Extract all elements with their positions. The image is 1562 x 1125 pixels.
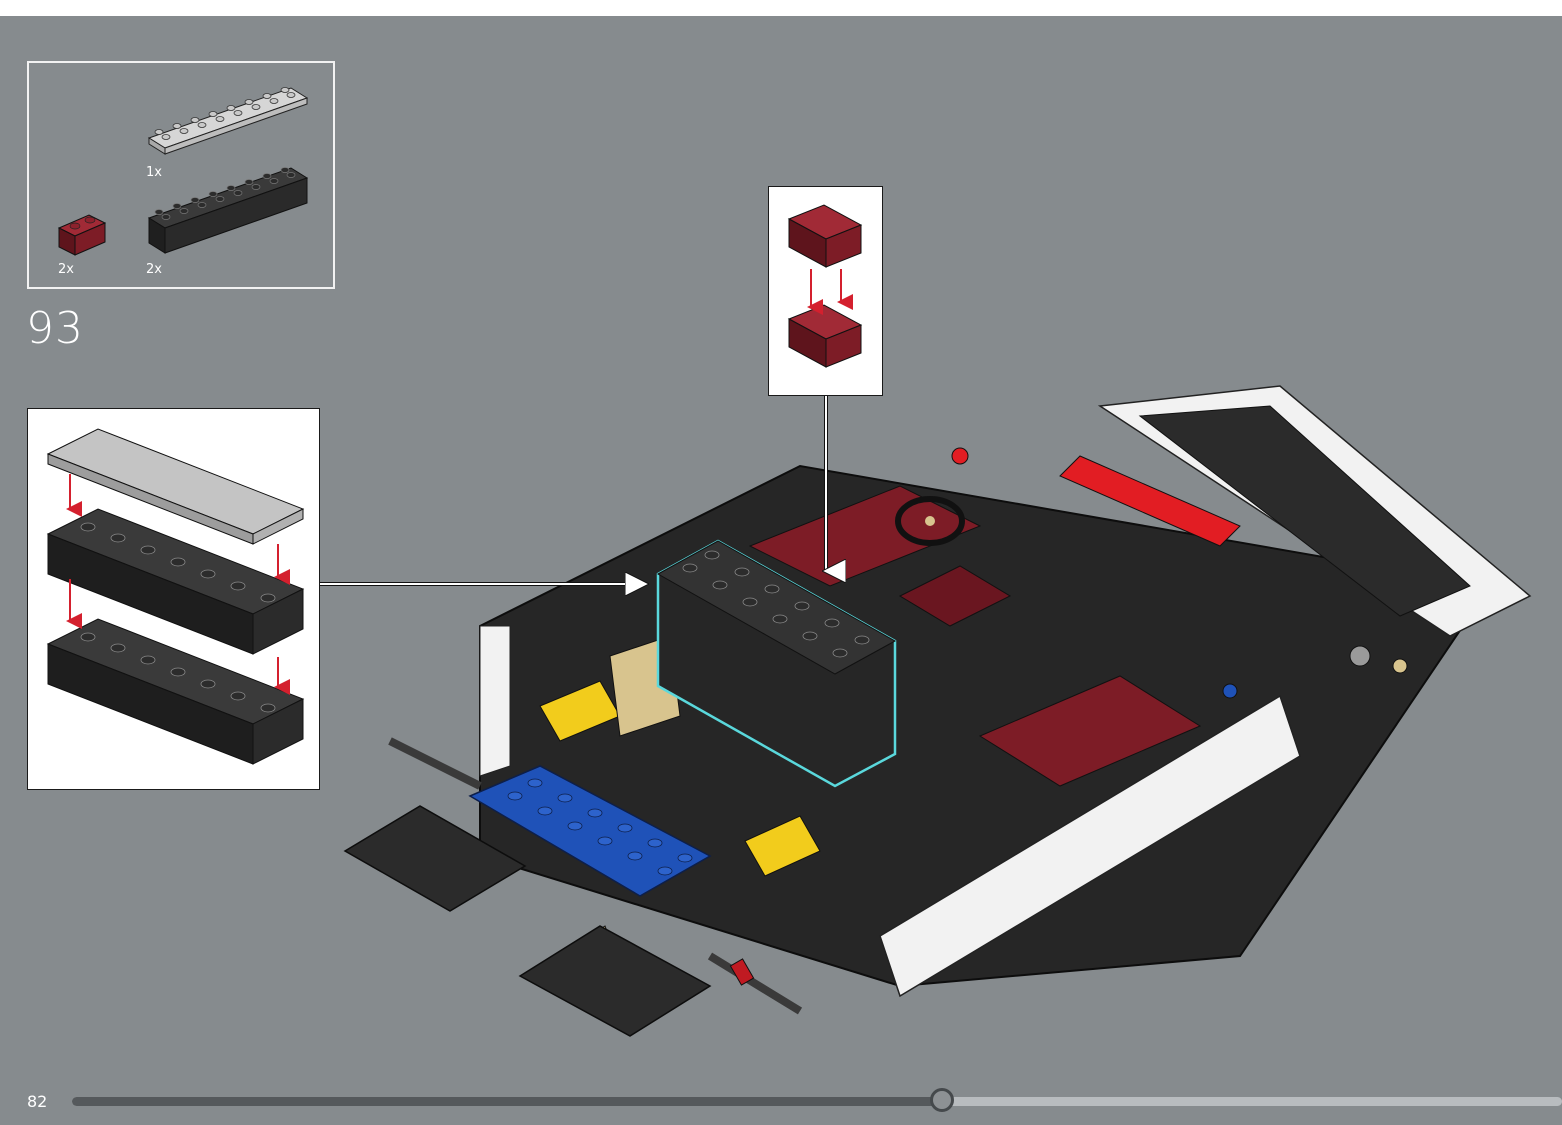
highlighted-brick-top (656, 540, 897, 675)
subassembly-callout-red-bricks (768, 186, 883, 396)
steering-hub (925, 516, 935, 526)
rear-axle-tan (1392, 658, 1408, 674)
instruction-page: 1x 2x 2x 93 (0, 16, 1562, 1125)
front-bumper-right (518, 925, 712, 1037)
parts-list-box: 1x 2x 2x (27, 61, 335, 289)
progress-thumb[interactable] (930, 1088, 955, 1112)
qty-red-brick: 2x (58, 262, 74, 277)
red-brick-upper (787, 204, 863, 268)
step-number: 93 (26, 303, 84, 354)
blue-plate (468, 765, 712, 897)
subassembly-stack-illustration (46, 428, 305, 765)
white-side-panel (879, 694, 1301, 998)
dark-red-seat-right (978, 675, 1202, 787)
gray-plate (46, 428, 305, 545)
front-bumper-left (343, 805, 527, 912)
red-brick-stack-illustration (787, 204, 863, 368)
dark-red-brick-part (57, 214, 107, 256)
front-axle-right (707, 952, 803, 1015)
red-bush (729, 958, 755, 986)
light-gray-plate-part (147, 87, 309, 155)
qty-plate: 1x (146, 165, 162, 180)
rear-deck (1138, 405, 1471, 617)
rear-axle-connector (1349, 645, 1371, 667)
progress-fill (72, 1097, 943, 1106)
front-axle-left (388, 737, 482, 790)
blue-pin (1222, 683, 1238, 699)
page-number: 82 (27, 1092, 48, 1111)
car-chassis-model (343, 385, 1532, 1037)
page-progress-slider[interactable] (72, 1088, 1562, 1112)
red-pin (951, 447, 969, 465)
black-brick-part (147, 167, 309, 254)
red-axle-bar (1059, 455, 1241, 547)
qty-black-brick: 2x (146, 262, 162, 277)
dark-red-console (898, 565, 1012, 627)
subassembly-callout-bricks (27, 408, 320, 790)
dark-red-seat-left (748, 485, 982, 587)
yellow-technic-brick-right (744, 815, 821, 877)
white-front-panel (479, 625, 511, 777)
steering-wheel (895, 496, 965, 546)
parts-illustration (57, 87, 309, 256)
